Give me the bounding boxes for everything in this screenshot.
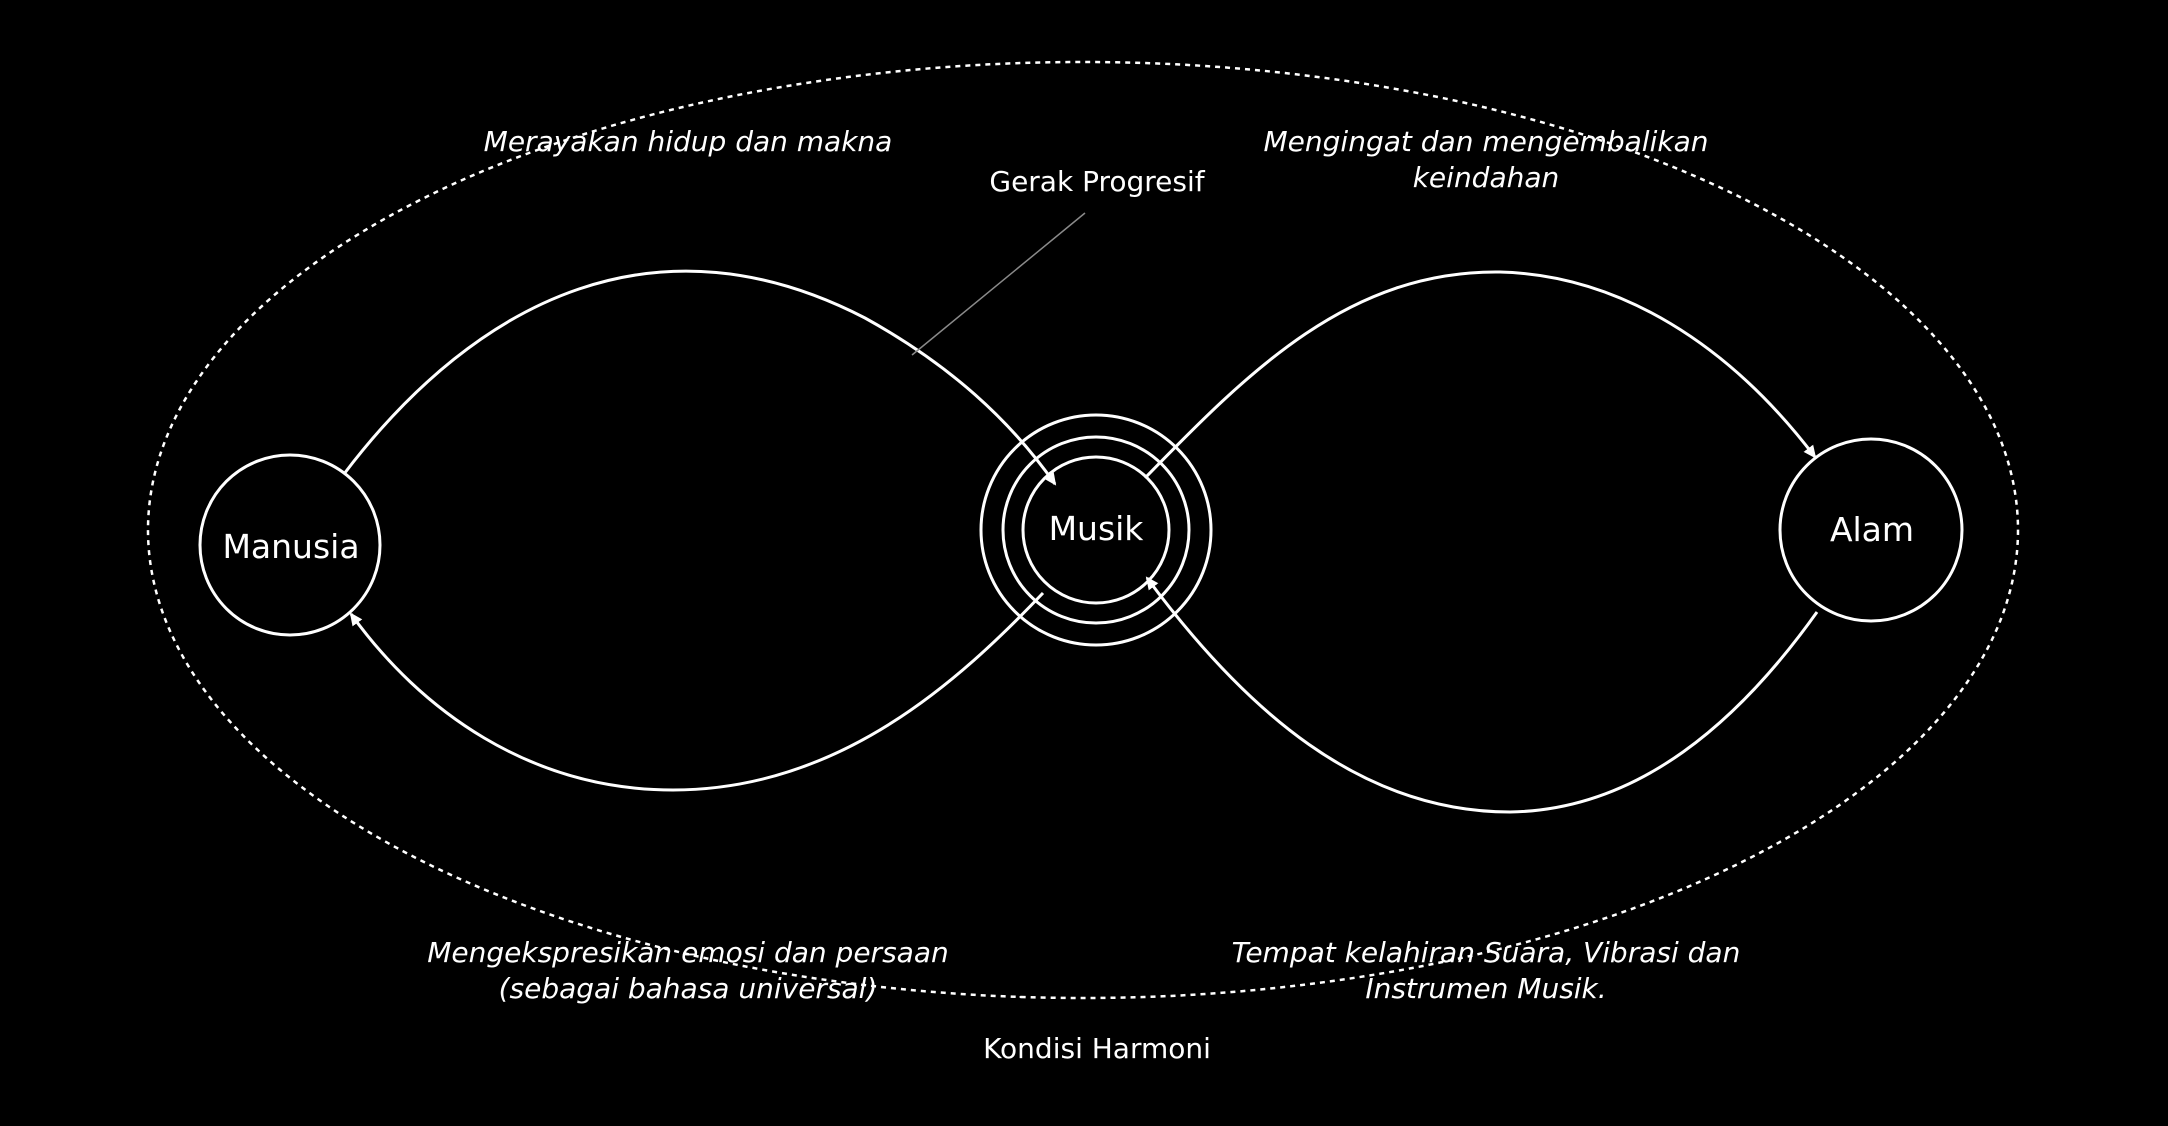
musik-node-ring-outer xyxy=(979,413,1213,647)
kondisi-harmoni-label: Kondisi Harmoni xyxy=(983,1032,1211,1065)
musik-node-ring-inner xyxy=(1021,455,1171,605)
arrow-musik-to-manusia xyxy=(349,591,1045,792)
bottom-right-caption-line1: Tempat kelahiran Suara, Vibrasi dan xyxy=(1232,936,1741,969)
manusia-node-label: Manusia xyxy=(222,527,359,566)
arrow-alam-to-musik xyxy=(1145,576,1819,814)
bottom-left-caption-line2: (sebagai bahasa universal) xyxy=(499,972,878,1005)
alam-node-label: Alam xyxy=(1830,510,1914,549)
gerak-progresif-leader-line xyxy=(911,212,1086,356)
harmony-boundary-ellipse xyxy=(146,60,2020,1000)
musik-node-label: Musik xyxy=(1049,509,1145,548)
alam-node-circle xyxy=(1778,437,1964,623)
arrow-manusia-to-musik xyxy=(342,269,1057,486)
top-right-caption-line2: keindahan xyxy=(1413,161,1560,194)
gerak-progresif-label: Gerak Progresif xyxy=(989,165,1205,198)
arrow-musik-to-alam xyxy=(1143,270,1817,480)
manusia-node-circle xyxy=(198,453,382,637)
bottom-left-caption-line1: Mengekspresikan emosi dan persaan xyxy=(427,936,948,969)
bottom-right-caption-line2: Instrumen Musik. xyxy=(1365,972,1606,1005)
top-right-caption-line1: Mengingat dan mengembalikan xyxy=(1264,125,1709,158)
musik-node-ring-middle xyxy=(1001,435,1191,625)
top-left-caption: Merayakan hidup dan makna xyxy=(484,125,893,158)
